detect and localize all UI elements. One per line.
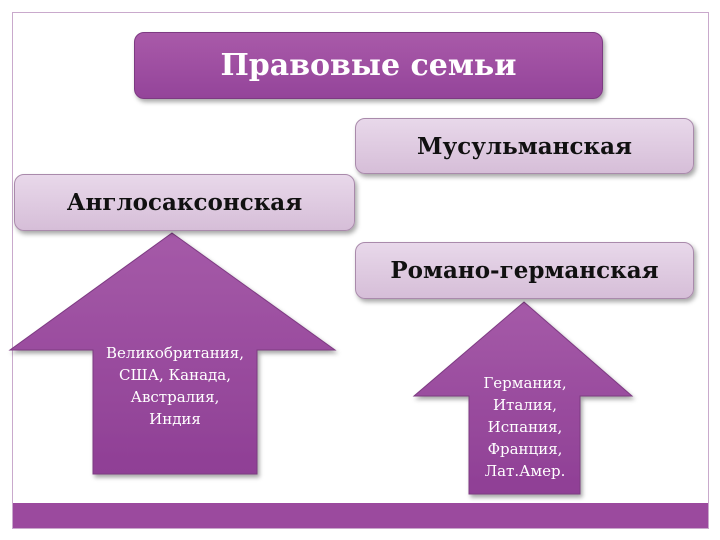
page-title: Правовые семьи xyxy=(134,32,603,99)
romano-germanic-countries: Германия, Италия, Испания, Франция, Лат.… xyxy=(483,374,567,480)
anglo-saxon-countries: Великобритания, США, Канада, Австралия, … xyxy=(106,344,244,428)
family-anglo-saxon: Англосаксонская xyxy=(14,174,355,231)
arrow-romano-germanic xyxy=(412,301,634,495)
arrow-anglo-saxon xyxy=(8,232,337,475)
bottom-band xyxy=(13,503,708,528)
family-muslim: Мусульманская xyxy=(355,118,694,174)
family-romano-germanic: Романо-германская xyxy=(355,242,694,299)
slide-frame xyxy=(12,12,709,529)
